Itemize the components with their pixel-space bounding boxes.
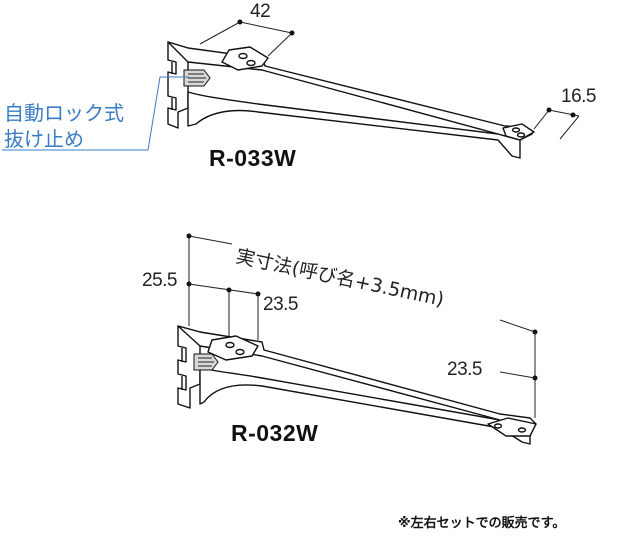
callout-line-1: 自動ロック式 [4,101,124,125]
dim-25-5-label: 25.5 [142,270,177,291]
dimension-16-5: 16.5 [533,86,596,140]
dimension-42: 42 [199,1,295,57]
dim-16-5-label: 16.5 [561,86,596,107]
model-label-r032w: R-032W [231,420,318,446]
callout-line-2: 抜け止め [4,127,84,151]
dimension-23-5-right: 23.5 [447,332,538,418]
dim-23-5-inner-label: 23.5 [263,294,298,315]
bracket-r032w [177,325,537,445]
dimension-actual-size: 実寸法(呼び名+3.5mm) [188,235,538,335]
bracket-r033w [167,41,535,159]
footnote: ※左右セットでの販売です。 [398,515,565,531]
model-label-r033w: R-033W [209,145,296,171]
dimension-23-5-inner: 23.5 [226,287,298,340]
dim-42-label: 42 [250,1,270,22]
dim-23-5-right-label: 23.5 [447,359,482,380]
dimension-25-5: 25.5 [142,233,259,326]
auto-lock-callout: 自動ロック式 抜け止め [2,76,189,151]
